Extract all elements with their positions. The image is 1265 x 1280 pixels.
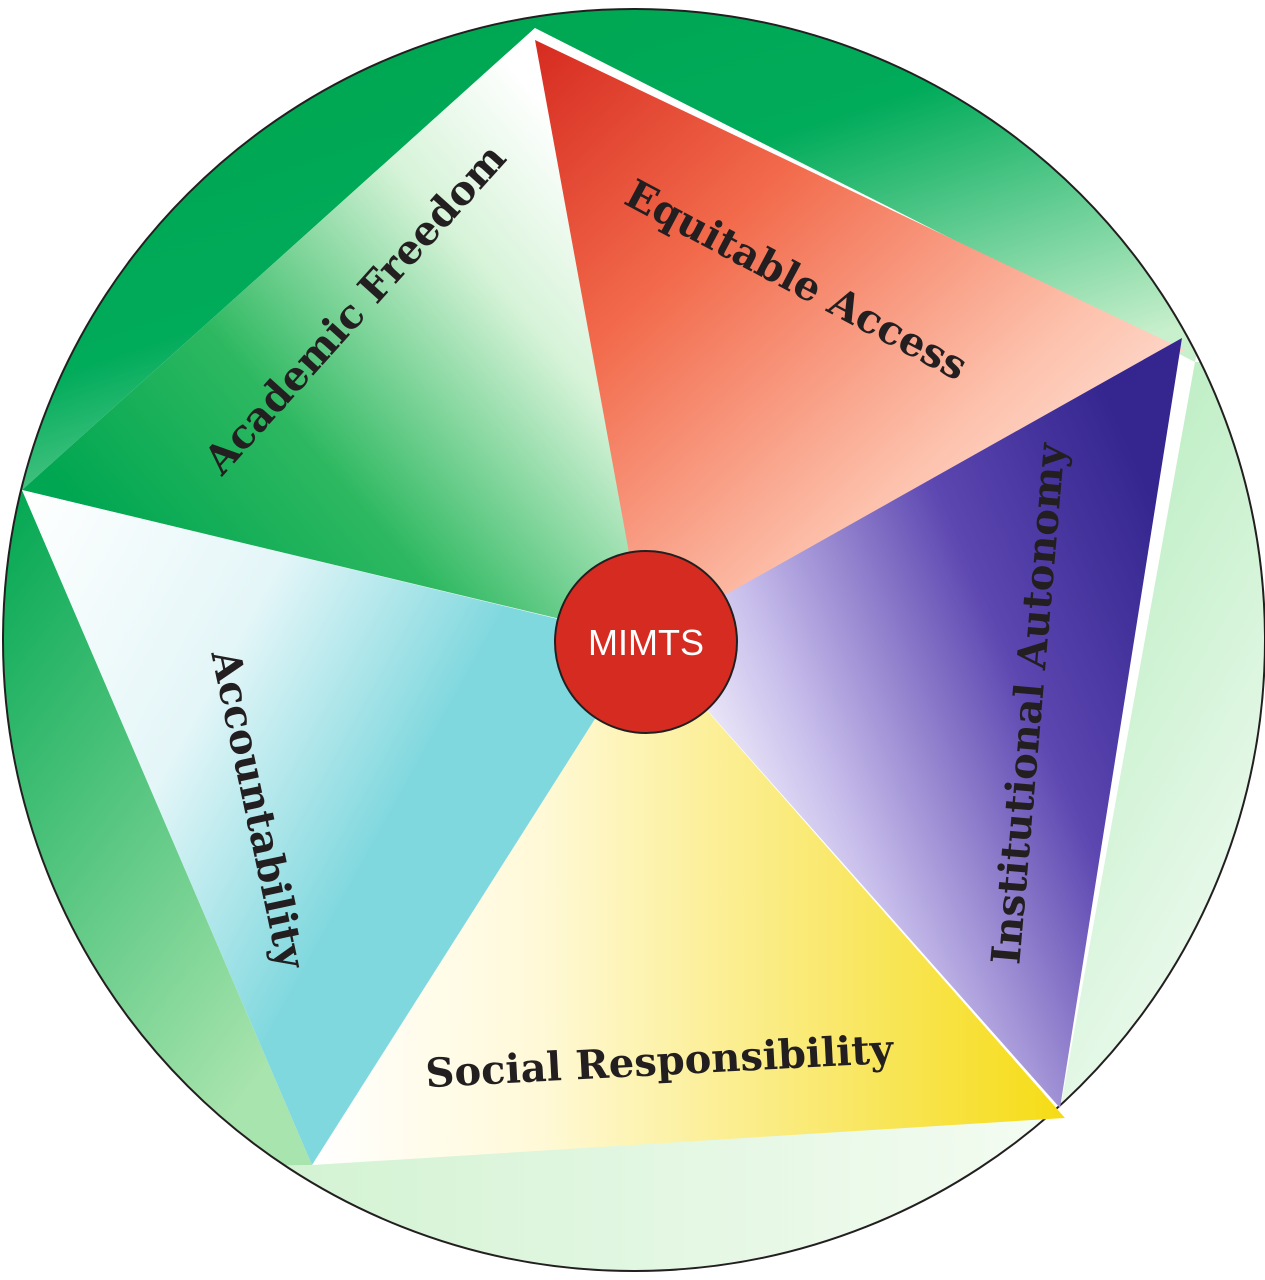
ring-sector-top [3, 9, 1265, 490]
outer-ring-outline [2, 8, 1265, 1272]
petal-social-responsibility [312, 640, 1065, 1165]
center-label: MIMTS [588, 622, 704, 663]
petal-equitable-access [535, 40, 1185, 640]
center-hub [554, 550, 738, 734]
petal-institutional-autonomy [645, 338, 1182, 1108]
petal-accountability [22, 490, 645, 1165]
petal-academic-freedom [22, 28, 648, 640]
